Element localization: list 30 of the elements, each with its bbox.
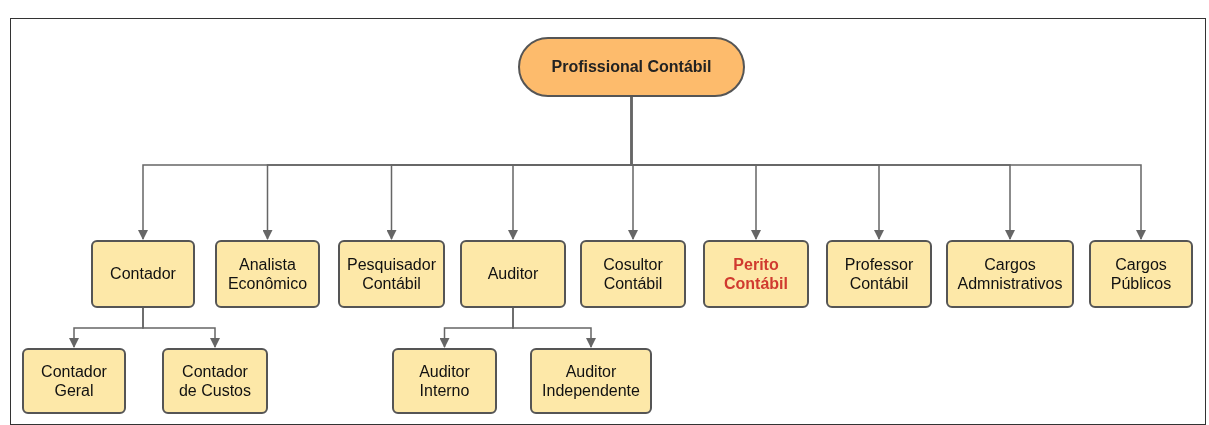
role-label: Cosultor Contábil [602, 254, 664, 294]
role-label: Auditor Independente [541, 361, 641, 401]
role-label: Analista Econômico [226, 254, 309, 294]
role-box [91, 240, 195, 308]
role-label: Contador [110, 264, 176, 284]
role-label: Professor Contábil [843, 254, 915, 294]
role-box [946, 240, 1074, 308]
role-label: Contador de Custos [177, 361, 252, 401]
role-label: Auditor [487, 264, 539, 284]
role-box [460, 240, 566, 308]
connector-arrow [512, 307, 596, 348]
role-label: Perito Contábil [723, 254, 789, 294]
role-label: Profissional Contábil [551, 57, 712, 77]
role-box [338, 240, 445, 308]
role-label: Cargos Públicos [1109, 254, 1173, 294]
connector-arrow [142, 307, 220, 348]
role-box [530, 348, 652, 414]
role-box [703, 240, 809, 308]
role-box [826, 240, 932, 308]
role-label: Auditor Interno [418, 361, 471, 401]
role-box [392, 348, 497, 414]
root-pill [518, 37, 745, 97]
role-box [580, 240, 686, 308]
role-label: Contador Geral [40, 361, 108, 401]
role-label: Cargos Admnistrativos [956, 254, 1064, 294]
role-box [22, 348, 126, 414]
role-box [162, 348, 268, 414]
role-box [215, 240, 320, 308]
role-box [1089, 240, 1193, 308]
role-label: Pesquisador Contábil [347, 254, 436, 294]
